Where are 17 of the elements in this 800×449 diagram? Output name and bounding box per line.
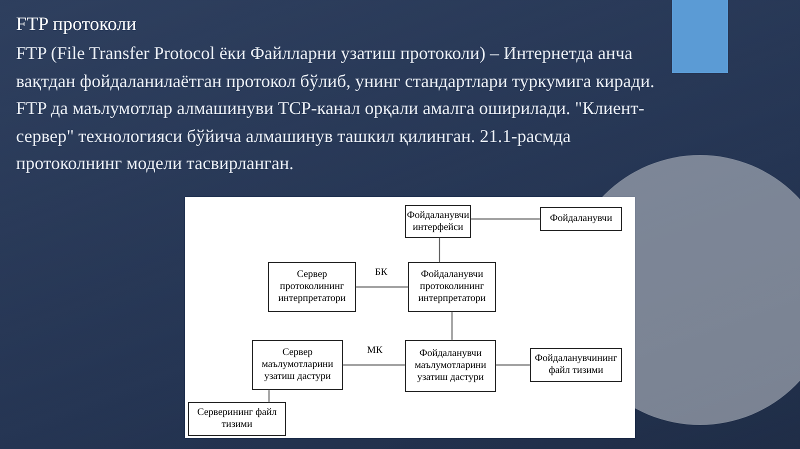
process-box: Фойдаланувчи протоколининг интерпретатори <box>408 262 496 312</box>
connector-line <box>438 238 440 262</box>
connector-line <box>496 364 530 366</box>
connector-line <box>268 390 270 402</box>
process-box: Фойдаланувчи маълумотларини узатиш дастури <box>405 340 496 392</box>
process-box: Сервер маълумотларини узатиш дастури <box>252 340 343 390</box>
connector-line <box>356 286 408 288</box>
connector-line <box>471 218 540 220</box>
connector-line <box>343 364 405 366</box>
connector-line <box>451 312 453 340</box>
process-box: Фойдаланувчининг файл тизими <box>530 348 622 382</box>
process-box: Сервер протоколининг интерпретатори <box>268 262 356 312</box>
slide-title: FTP протоколи <box>16 13 136 37</box>
process-box: Фойдаланувчи интерфейси <box>405 205 471 238</box>
body-paragraph: FTP (File Transfer Protocol ёки Файлларни узатиш протоколи) – Интернетда анча вақтдан фойдаланилаётган протокол бўлиб, унинг стандартлари туркумига киради. FTP да маълумотлар алмашинуви TCP-канал орқали амалга оширилади. "Клиент-сервер" технологияси бўйича алмашинув ташкил қилинган. 21.1-расмда протоколнинг модели тасвирланган. <box>16 42 656 175</box>
process-box: Серверининг файл тизими <box>188 402 286 436</box>
process-box: Фойдаланувчи <box>540 207 622 231</box>
